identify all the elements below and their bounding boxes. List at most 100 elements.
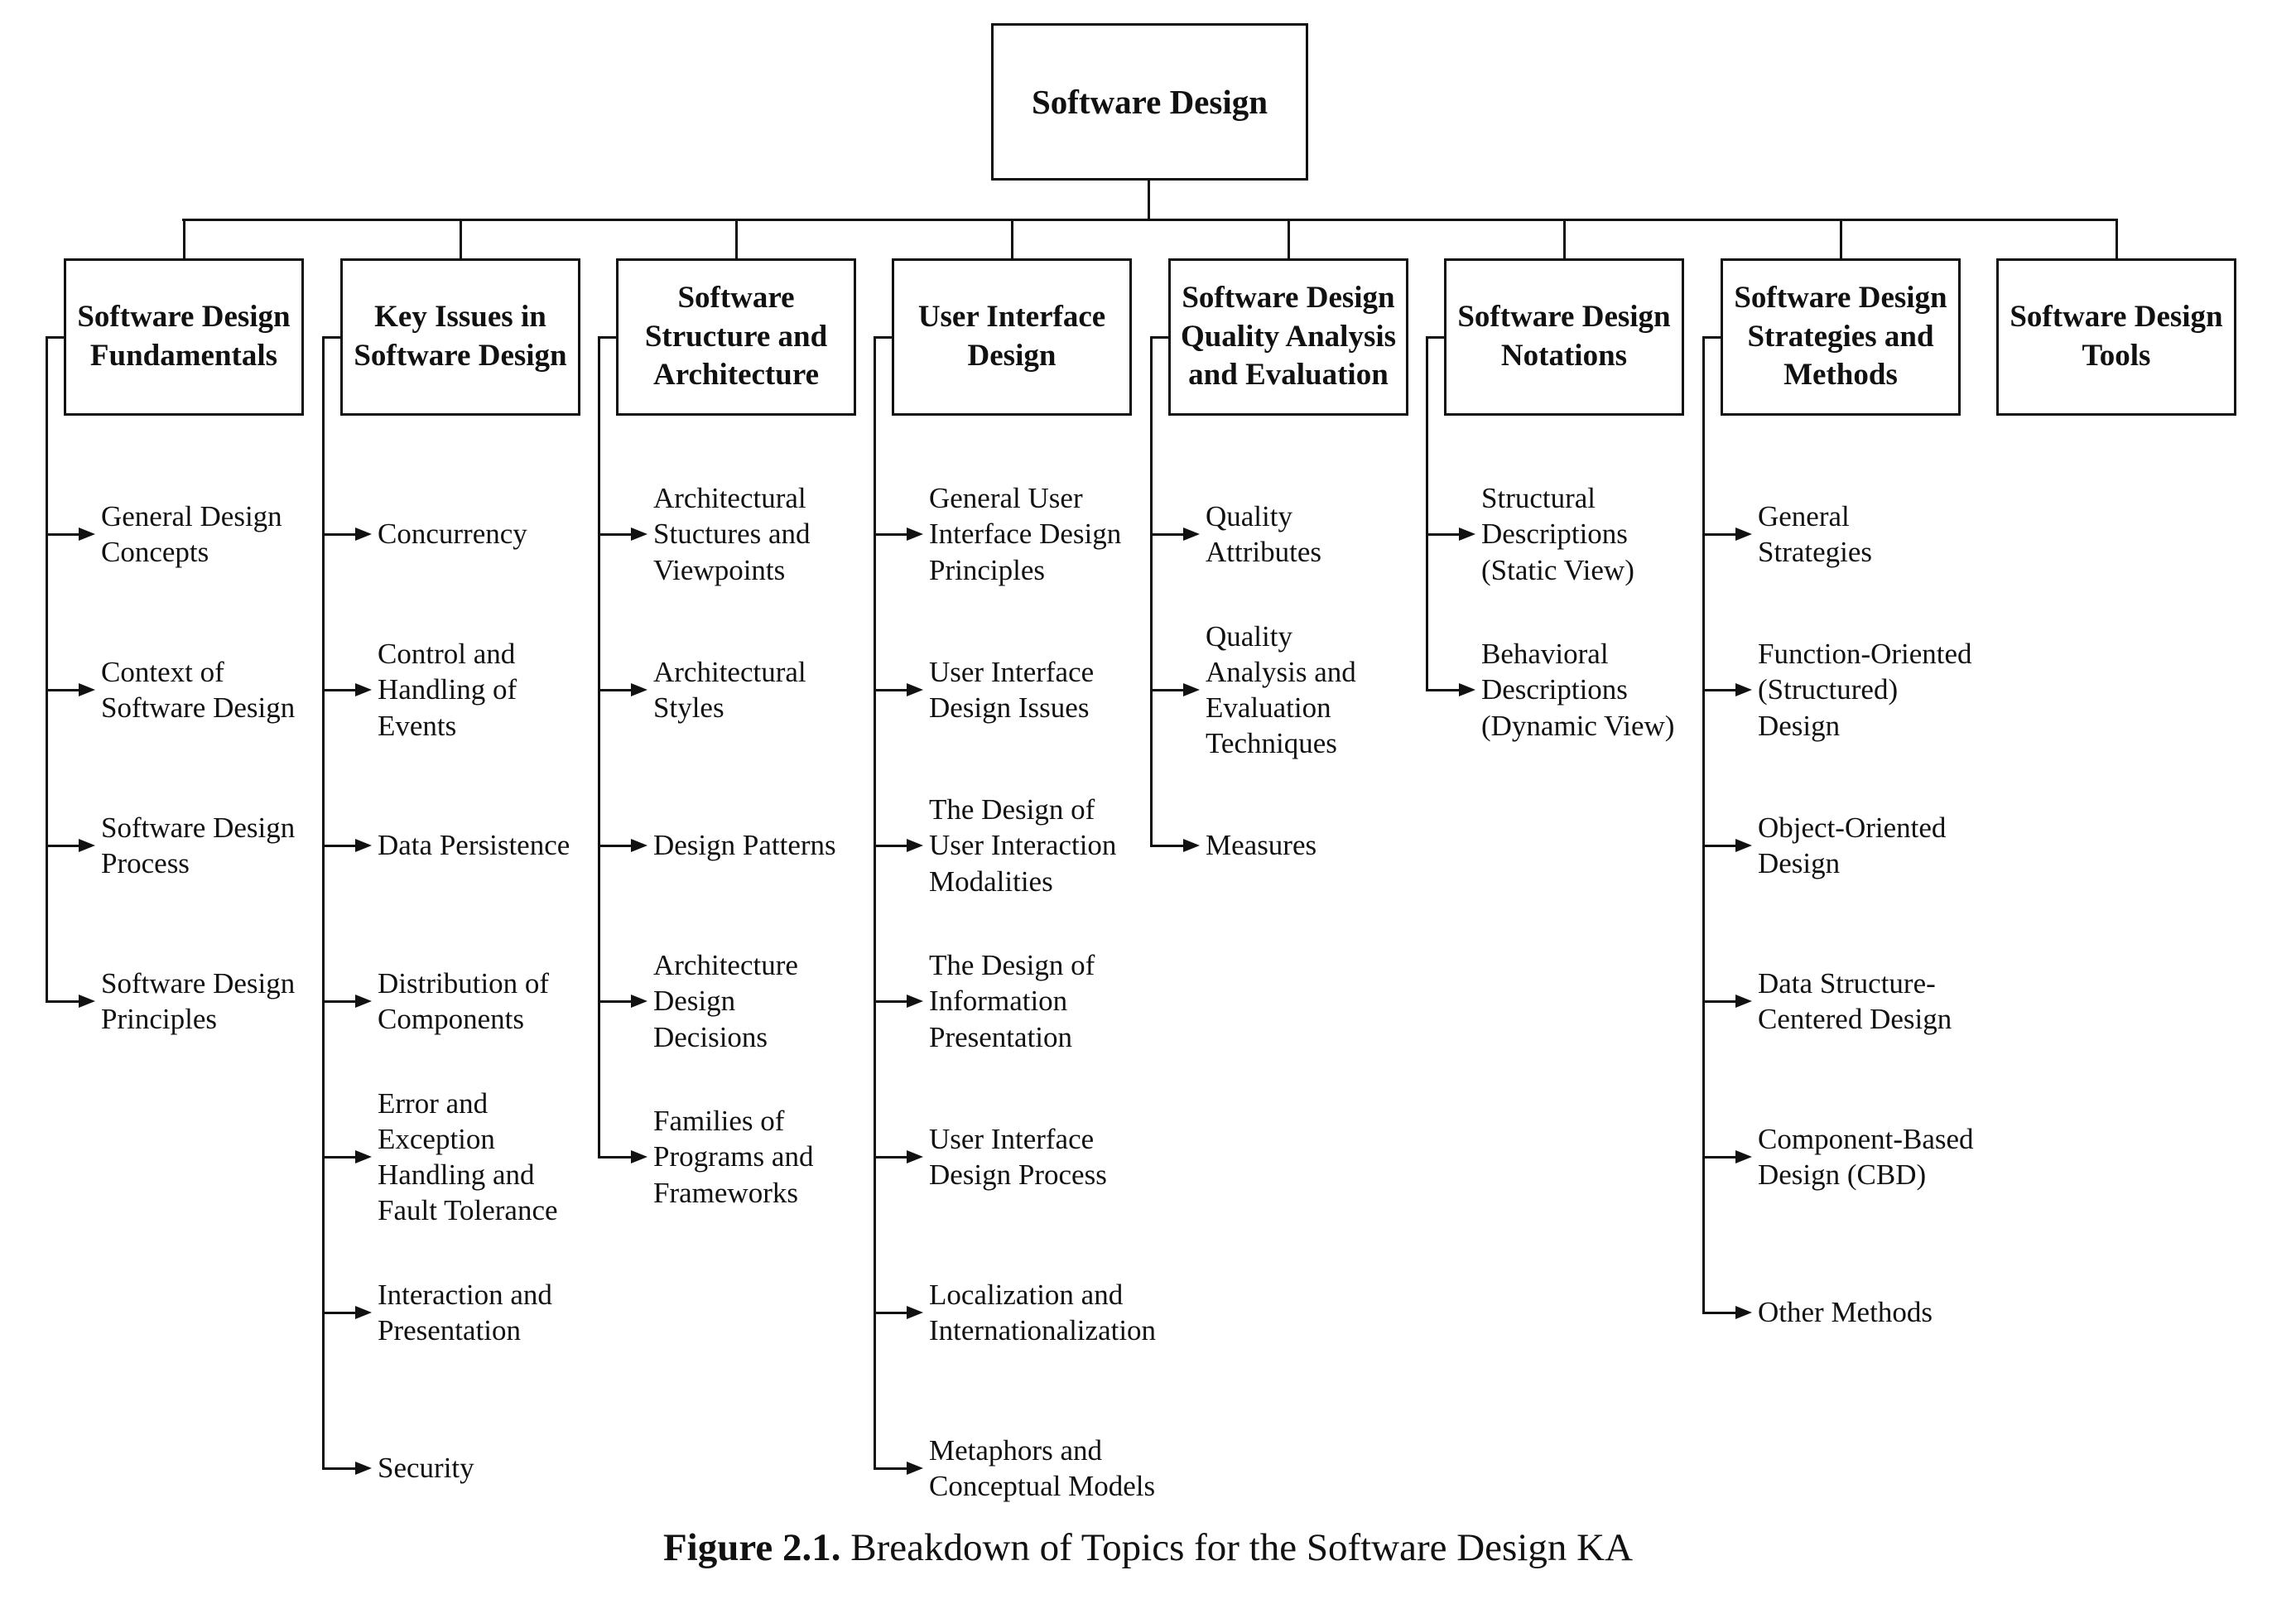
connector-stub-line [322,336,343,339]
topic-label: Software Design Process [101,811,296,879]
arrow-icon [598,995,647,1008]
topic-label: Data Structure- Centered Design [1758,966,1952,1035]
topic-label: Design Patterns [653,829,836,862]
topic-label: The Design of User Interaction Modalitie… [929,793,1117,898]
column-header: Software Structure and Architecture [616,258,856,416]
topic-item: Data Structure- Centered Design [1702,923,2034,1079]
connector-drop-line [1288,219,1290,261]
connector-drop-line [460,219,462,261]
topic-item: Architectural Styles [598,612,929,768]
arrow-icon [874,839,923,852]
topic-label: Other Methods [1758,1296,1933,1329]
topic-item: Control and Handling of Events [322,612,653,768]
topic-label: Concurrency [378,518,527,551]
arrow-icon [322,1150,372,1163]
root-node-label: Software Design [1031,83,1268,121]
arrow-icon [46,683,95,696]
connector-drop-line [1563,219,1566,261]
connector-rail-line [1426,336,1428,691]
topic-label: Localization and Internationalization [929,1278,1157,1346]
topic-item: Quality Attributes [1150,456,1481,612]
column-header: Software Design Strategies and Methods [1721,258,1961,416]
column-software-design-strategies-and-methods: Software Design Strategies and Methods G… [1702,258,1974,1328]
arrow-icon [874,527,923,541]
arrow-icon [46,527,95,541]
arrow-icon [1702,1150,1752,1163]
topic-label: Error and Exception Handling and Fault T… [378,1086,558,1227]
topic-label: Quality Analysis and Evaluation Techniqu… [1206,619,1356,760]
arrow-icon [874,1306,923,1319]
topic-label: Interaction and Presentation [378,1278,552,1346]
topic-label: Measures [1206,829,1317,862]
column-software-design-notations: Software Design Notations Structural Des… [1426,258,1684,742]
connector-drop-line [183,219,185,261]
topic-label: Structural Descriptions (Static View) [1481,482,1634,586]
arrow-icon [598,1150,647,1163]
connector-stub-line [46,336,66,339]
topic-item: Software Design Principles [46,923,377,1079]
topic-label: Software Design Principles [101,966,296,1035]
column-header: User Interface Design [892,258,1132,416]
arrow-icon [1150,527,1200,541]
column-header: Software Design Fundamentals [64,258,304,416]
topic-label: Control and Handling of Events [378,638,517,742]
topic-label: User Interface Design Process [929,1122,1107,1191]
column-key-issues-in-software-design: Key Issues in Software Design Concurrenc… [322,258,580,1484]
topic-label: User Interface Design Issues [929,655,1095,724]
arrow-icon [1702,527,1752,541]
arrow-icon [322,839,372,852]
topic-item: General User Interface Design Principles [874,456,1205,612]
arrow-icon [322,1306,372,1319]
connector-rail-line [322,336,325,1469]
connector-drop-line [2115,219,2118,261]
connector-distribution-line [182,219,2118,221]
connector-rail-line [874,336,876,1469]
topic-item: Function-Oriented (Structured) Design [1702,612,2034,768]
column-header: Software Design Quality Analysis and Eva… [1168,258,1408,416]
topic-item: Object-Oriented Design [1702,768,2034,923]
topic-item: The Design of User Interaction Modalitie… [874,768,1205,923]
topic-label: Behavioral Descriptions (Dynamic View) [1481,638,1675,742]
topic-label: General User Interface Design Principles [929,482,1122,586]
topic-label: Security [378,1452,474,1485]
connector-rail-line [598,336,600,1158]
arrow-icon [1702,683,1752,696]
topic-item: Other Methods [1702,1235,2034,1390]
figure-caption-text: Breakdown of Topics for the Software Des… [840,1526,1634,1569]
column-header: Software Design Notations [1444,258,1684,416]
topic-label: Architecture Design Decisions [653,949,798,1053]
connector-drop-line [1840,219,1842,261]
topic-item: Families of Programs and Frameworks [598,1079,929,1235]
topic-label: General Design Concepts [101,499,282,568]
arrow-icon [46,995,95,1008]
topic-item: Localization and Internationalization [874,1235,1205,1390]
topic-item: Distribution of Components [322,923,653,1079]
arrow-icon [874,1462,923,1475]
arrow-icon [46,839,95,852]
column-header: Software Design Tools [1996,258,2236,416]
arrow-icon [1150,683,1200,696]
figure-caption-label: Figure 2.1. [662,1526,841,1569]
topic-label: Families of Programs and Frameworks [653,1105,814,1209]
topic-label: Object-Oriented Design [1758,811,1947,879]
connector-rail-line [1150,336,1153,846]
topic-label: Data Persistence [378,829,570,862]
topic-label: Context of Software Design [101,655,296,724]
topic-item: Architectural Stuctures and Viewpoints [598,456,929,612]
topic-item: Measures [1150,768,1481,923]
topic-item: General Strategies [1702,456,2034,612]
arrow-icon [322,1462,372,1475]
topic-label: General Strategies [1758,499,1873,568]
topic-item: Metaphors and Conceptual Models [874,1390,1205,1546]
connector-drop-line [735,219,738,261]
arrow-icon [322,527,372,541]
connector-drop-line [1011,219,1013,261]
topic-label: Architectural Stuctures and Viewpoints [653,482,811,586]
connector-rail-line [1702,336,1705,1313]
column-software-structure-and-architecture: Software Structure and Architecture Arch… [598,258,856,1209]
topic-item: Design Patterns [598,768,929,923]
topic-label: Function-Oriented (Structured) Design [1758,638,1972,742]
arrow-icon [1702,839,1752,852]
topic-item: Architecture Design Decisions [598,923,929,1079]
